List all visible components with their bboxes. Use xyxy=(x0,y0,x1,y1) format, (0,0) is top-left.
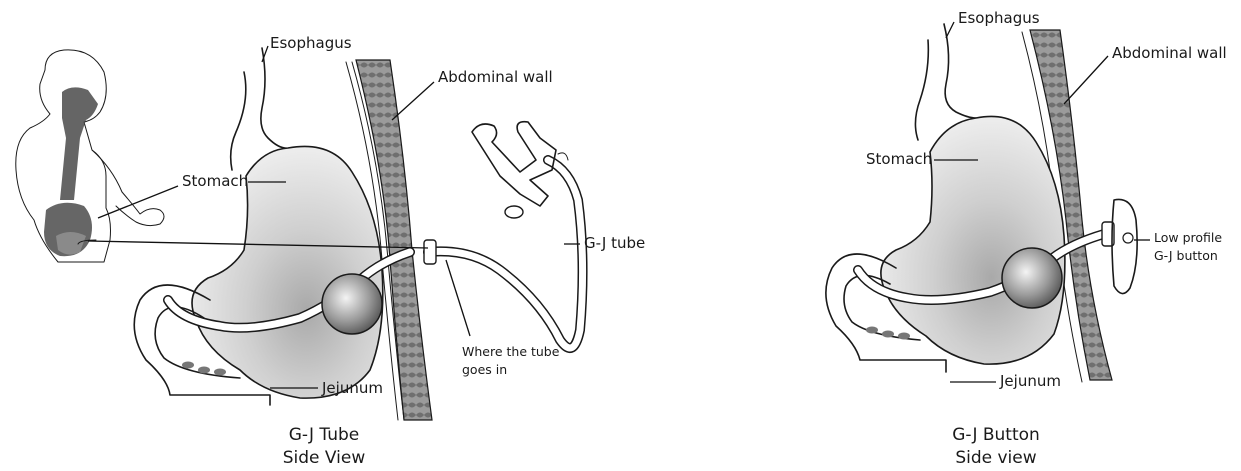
caption-line2: Side View xyxy=(283,448,366,468)
caption-right-line2: Side view xyxy=(955,448,1036,468)
low-profile-button xyxy=(1102,199,1137,293)
tube-connector xyxy=(472,122,568,218)
right-panel: Esophagus Abdominal wall Stomach Low pro… xyxy=(826,9,1227,468)
label-button-line1: Low profile xyxy=(1154,230,1222,245)
abdominal-wall-leader xyxy=(392,82,434,120)
child-figure xyxy=(16,50,164,262)
jejunum-folds-right xyxy=(866,327,910,340)
label-stomach: Stomach xyxy=(182,172,248,190)
label-esophagus-right: Esophagus xyxy=(958,9,1040,27)
left-panel: Esophagus Abdominal wall Stomach G-J tub… xyxy=(16,34,645,468)
label-entry-line2: goes in xyxy=(462,362,507,377)
label-abdominal-wall-right: Abdominal wall xyxy=(1112,44,1227,62)
label-jejunum: Jejunum xyxy=(321,379,383,397)
abdominal-wall-leader-right xyxy=(1064,56,1108,104)
label-abdominal-wall: Abdominal wall xyxy=(438,68,553,86)
esophagus xyxy=(261,48,290,148)
label-entry-line1: Where the tube xyxy=(462,344,560,359)
stomach-leader-child xyxy=(98,186,178,218)
label-button-line2: G-J button xyxy=(1154,248,1218,263)
skin-disc xyxy=(424,240,436,264)
esophagus-right xyxy=(944,24,976,118)
label-esophagus: Esophagus xyxy=(270,34,352,52)
label-gj-tube: G-J tube xyxy=(584,234,645,252)
retention-balloon-right xyxy=(1002,248,1062,308)
entry-leader xyxy=(446,260,470,336)
jejunum-folds xyxy=(182,362,226,376)
caption-right-line1: G-J Button xyxy=(952,425,1040,445)
label-stomach-right: Stomach xyxy=(866,150,932,168)
label-jejunum-right: Jejunum xyxy=(999,372,1061,390)
retention-balloon xyxy=(322,274,382,334)
caption-line1: G-J Tube xyxy=(289,425,360,445)
esophagus-leader-right xyxy=(946,22,954,38)
